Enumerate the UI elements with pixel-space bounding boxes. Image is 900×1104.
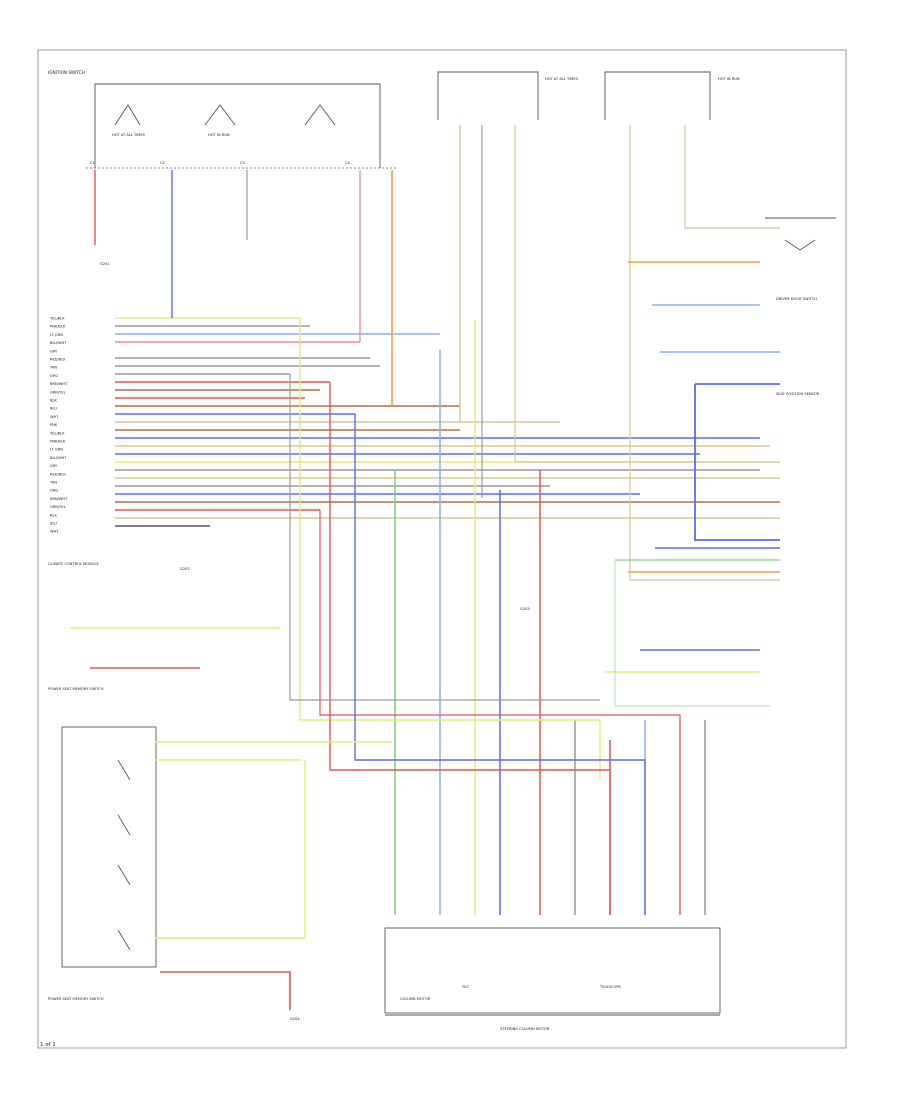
pin-row-label: YEL/BLK: [50, 431, 65, 435]
pin-row-label: BLU: [50, 407, 57, 411]
return-wire-red2: [319, 510, 681, 915]
grounds: G201 G202 G203 G204: [100, 262, 530, 1021]
fuse-box-right-label: HOT IN RUN: [718, 77, 740, 81]
conn-label-c3: C3: [240, 161, 245, 165]
pin-row-label: PNK/BLK: [50, 440, 66, 444]
ground-label-g203: G203: [520, 607, 530, 611]
pin-row-label: WHT: [50, 415, 59, 419]
pin-row-label: TAN: [49, 481, 57, 485]
fuse-label-1: HOT AT ALL TIMES: [112, 133, 146, 137]
pin-row-label: BLK: [50, 513, 57, 517]
conn-label-c4: C4: [345, 161, 351, 165]
feed-wire-tan3: [629, 125, 780, 581]
fuse-box-center-label: HOT AT ALL TIMES: [545, 77, 579, 81]
diagram-frame: [37, 49, 847, 1049]
fuse-label-2: HOT IN RUN: [208, 133, 230, 137]
seat-pos-label: SEAT POSITION SENSOR: [776, 392, 820, 396]
pin-row-label: GRN/YEL: [50, 390, 66, 394]
memory-wire-yel3: [155, 760, 306, 939]
pin-row-label: WHT: [50, 530, 59, 534]
column-motor-label: COLUMN MOTOR: [400, 997, 431, 1001]
feed-wire-tan4: [684, 125, 780, 229]
pin-row-label: LT GRN: [50, 333, 63, 337]
pin-row-label: BRN/WHT: [50, 497, 68, 501]
climate-module-label: CLIMATE CONTROL MODULE: [48, 562, 99, 566]
pin-row-label: BLU/WHT: [50, 341, 67, 345]
right-wire-blu2: [694, 384, 780, 541]
wire-harness: [70, 125, 780, 1010]
driver-door-switch: SEAT POSITION SENSOR DRIVER DOOR SWITCH: [765, 217, 836, 396]
pin-row-label: LT GRN: [50, 448, 63, 452]
pin-row-label: RED/BLK: [50, 472, 66, 476]
memory-seat-caption: POWER SEAT MEMORY SWITCH: [48, 997, 104, 1001]
pin-row-label: BLU/WHT: [50, 456, 67, 460]
return-wire-red: [329, 382, 611, 915]
ignition-switch-label: IGNITION SWITCH: [48, 70, 85, 75]
ground-label-g204: G204: [290, 1017, 300, 1021]
fuse-box-right: HOT IN RUN: [604, 71, 740, 120]
pin-row-label: PNK: [50, 423, 58, 427]
pin-row-label: GRY: [50, 464, 58, 468]
return-wire-yel: [299, 318, 601, 780]
memory-seat-label: POWER SEAT MEMORY SWITCH: [48, 687, 104, 691]
pin-row-label: BRN/WHT: [50, 382, 68, 386]
steering-motor-label: STEERING COLUMN MOTOR: [500, 1027, 550, 1031]
conn-label-c1: C1: [90, 161, 95, 165]
ground-label-g202: G202: [180, 567, 190, 571]
steering-column-motor: COLUMN MOTOR TILT TELESCOPE STEERING COL…: [384, 927, 721, 1031]
memory-wire-red: [160, 971, 291, 1010]
pin-row-label: ORG: [50, 374, 58, 378]
pin-row-label: PNK/BLK: [50, 325, 66, 329]
page-label: 1 of 1: [40, 1042, 56, 1048]
pin-row-label: RED/BLK: [50, 358, 66, 362]
ignition-switch-block: IGNITION SWITCH HOT AT ALL TIMES HOT IN …: [48, 70, 398, 169]
ground-label-g201: G201: [100, 262, 110, 266]
driver-door-label: DRIVER DOOR SWITCH: [776, 297, 817, 301]
climate-connector-pins: YEL/BLK PNK/BLK LT GRN BLU/WHT GRY RED/BLK TAN…: [49, 317, 68, 534]
return-wire-gry: [289, 374, 600, 701]
tilt-label: TILT: [461, 985, 470, 989]
telescope-label: TELESCOPE: [599, 985, 622, 989]
pin-row-label: TAN: [49, 366, 57, 370]
pin-row-label: BLK: [50, 399, 57, 403]
pin-row-label: BLU: [50, 522, 57, 526]
pin-row-label: YEL/BLK: [50, 317, 65, 321]
fuse-box-center: HOT AT ALL TIMES: [437, 71, 579, 120]
pin-row-label: GRN/YEL: [50, 505, 66, 509]
return-wire-blu: [354, 414, 646, 915]
pin-row-label: ORG: [50, 489, 58, 493]
conn-label-c2: C2: [160, 161, 165, 165]
right-wire-lgrn: [614, 560, 770, 707]
pin-row-label: GRY: [50, 349, 58, 353]
feed-wire-tan2: [514, 125, 780, 463]
memory-seat-switch: POWER SEAT MEMORY SWITCH POWER SEAT MEMO…: [48, 687, 157, 1001]
